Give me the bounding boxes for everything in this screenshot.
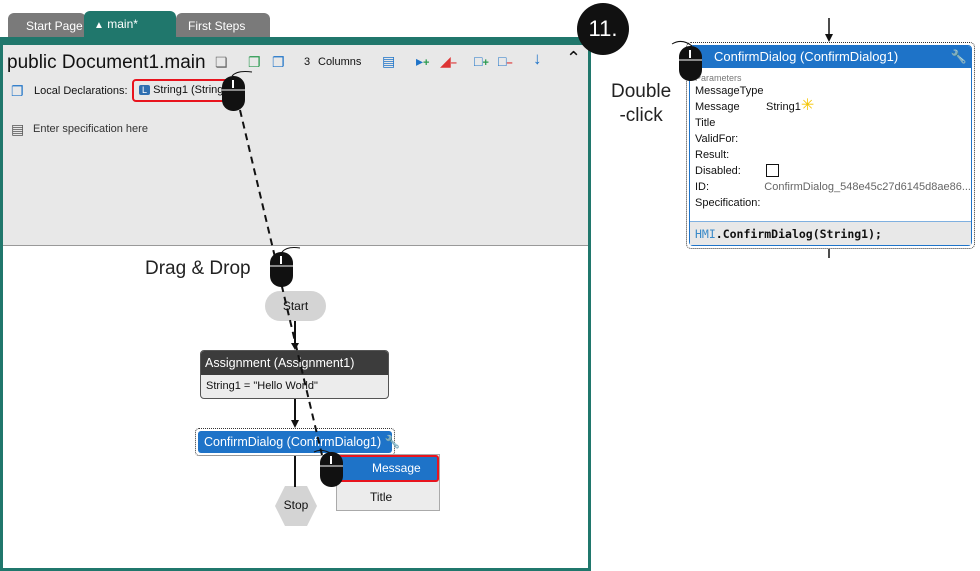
parameter-name: Specification: (695, 197, 761, 209)
detail-header: ConfirmDialog (ConfirmDialog1) 🔧 (690, 46, 971, 68)
tab-label: Start Page (26, 19, 83, 33)
add-column-icon[interactable]: □+ (474, 53, 489, 69)
step-badge: 11. (577, 3, 629, 55)
local-declarations-label: Local Declarations: (34, 85, 128, 97)
columns-count: 3 (304, 56, 311, 68)
double-click-line1: Double (611, 81, 672, 102)
parameter-row[interactable]: Disabled: (695, 163, 971, 179)
confirm-dialog-detail[interactable]: ConfirmDialog (ConfirmDialog1) 🔧 Paramete… (686, 42, 975, 249)
parameter-name: Message (695, 101, 740, 113)
confirm-dialog-label: ConfirmDialog (ConfirmDialog1) (204, 435, 382, 449)
code-object: HMI (695, 227, 716, 241)
parameter-name: Disabled: (695, 165, 741, 177)
tab-label: main* (107, 17, 138, 31)
detail-title: ConfirmDialog (ConfirmDialog1) (714, 49, 899, 64)
local-variable-name: String1 (String (153, 84, 224, 96)
arrow-down-icon[interactable]: ↓ (533, 49, 542, 68)
remove-column-icon[interactable]: □– (498, 53, 513, 69)
stop-label: Stop (283, 498, 309, 512)
parameter-row[interactable]: MessageType (695, 83, 971, 99)
parameter-name: ValidFor: (695, 133, 739, 145)
parameter-row[interactable]: Title (695, 115, 971, 131)
parameter-value: ConfirmDialog_548e45c27d6145d8ae86... (764, 181, 971, 193)
local-variable-chip[interactable]: L String1 (String (132, 79, 231, 102)
code-call: .ConfirmDialog(String1); (715, 227, 882, 241)
tab-first-steps[interactable]: First Steps (176, 13, 270, 38)
parameter-row[interactable]: Message String1✳ (695, 97, 971, 115)
columns-button[interactable]: Columns (318, 56, 362, 68)
code-preview: HMI.ConfirmDialog(String1); (690, 221, 971, 245)
expand-icon[interactable]: ❐ (248, 54, 261, 70)
parameter-row[interactable]: Result: (695, 147, 971, 163)
assignment-body: String1 = "Hello World" (206, 380, 318, 392)
specification-icon: ▤ (11, 121, 25, 137)
tab-label: First Steps (188, 19, 246, 33)
parameter-name: MessageType (695, 85, 764, 97)
drag-drop-label: Drag & Drop (145, 258, 251, 279)
restore-icon[interactable]: ❐ (272, 54, 285, 70)
parameter-name: Result: (695, 149, 730, 161)
specification-input[interactable]: Enter specification here (33, 123, 148, 135)
page-title: public Document1.main (7, 52, 206, 73)
stop-node[interactable] (274, 485, 318, 527)
add-input-icon[interactable]: ▸+ (416, 53, 430, 69)
tab-start-page[interactable]: Start Page (8, 13, 86, 38)
double-click-line2: -click (619, 105, 663, 126)
comment-icon[interactable]: ▤ (382, 53, 396, 69)
assignment-node[interactable]: Assignment (Assignment1) String1 = "Hell… (200, 350, 389, 399)
collapse-all-icon[interactable]: ❏ (215, 54, 228, 70)
parameter-row[interactable]: ValidFor: (695, 131, 971, 147)
parameter-name: Title (695, 117, 716, 129)
document-header: public Document1.main ❏ ❐ ❐ 3 Columns ▤ … (3, 45, 588, 246)
wrench-icon[interactable]: 🔧 (384, 435, 401, 449)
confirm-dialog-title: ConfirmDialog (ConfirmDialog1) 🔧 (198, 431, 400, 453)
collapse-up-icon[interactable]: ⌃ (566, 48, 582, 68)
popup-item-message[interactable]: Message (337, 455, 439, 482)
sparkle-icon: ✳ (800, 97, 815, 114)
double-click-label: Double -click (611, 80, 671, 128)
wrench-icon[interactable]: 🔧 (950, 49, 967, 64)
assignment-title: Assignment (Assignment1) (201, 351, 388, 375)
popup-item-title[interactable]: Title (370, 490, 393, 504)
parameter-value: String1 (766, 101, 801, 113)
parameter-row[interactable]: Specification: (695, 195, 971, 211)
parameters-section-label: Parameters (695, 73, 742, 83)
detail-arrow (825, 34, 833, 42)
declarations-icon: ❐ (11, 83, 24, 99)
remove-input-icon[interactable]: ◢– (440, 53, 457, 69)
parameter-popup: Message Title (336, 454, 440, 511)
disabled-checkbox[interactable] (766, 164, 779, 177)
start-node[interactable]: Start (265, 291, 326, 321)
local-badge: L (139, 85, 151, 95)
parameter-row[interactable]: ID: ConfirmDialog_548e45c27d6145d8ae86... (695, 179, 971, 195)
hierarchy-icon: ▲ (94, 20, 104, 31)
confirm-dialog-node[interactable]: ConfirmDialog (ConfirmDialog1) 🔧 (195, 428, 400, 456)
tab-main[interactable]: ▲ main* (84, 11, 176, 39)
parameter-name: ID: (695, 181, 710, 193)
